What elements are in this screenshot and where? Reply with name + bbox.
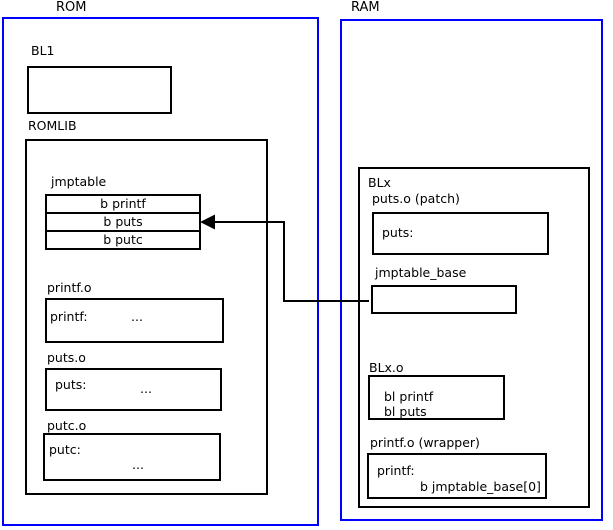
jmptable: b printf b puts b putc [45, 194, 201, 250]
jmptable-entry-puts: b puts [45, 212, 201, 232]
putc-o-box: putc: ... [43, 433, 221, 481]
puts-o-patch-label: puts.o (patch) [372, 191, 460, 206]
jmptable-label: jmptable [51, 174, 107, 189]
printf-symbol: printf: [50, 309, 88, 324]
blx-box: BLx puts.o (patch) puts: jmptable_base B… [358, 167, 590, 508]
bl1-box [27, 66, 172, 114]
printf-o-wrapper-box: printf: b jmptable_base[0] [367, 453, 547, 499]
rom-region: BL1 ROMLIB jmptable b printf b puts b pu… [2, 17, 319, 526]
rom-region-label: ROM [56, 0, 87, 15]
putc-symbol: putc: [49, 442, 81, 457]
puts-o-patch-box: puts: [372, 212, 549, 255]
wrapper-branch-instruction: b jmptable_base[0] [420, 479, 541, 494]
wrapper-printf-symbol: printf: [377, 463, 415, 478]
jmptable-base-box [371, 285, 517, 314]
ram-region: BLx puts.o (patch) puts: jmptable_base B… [340, 19, 603, 521]
putc-body-ellipsis: ... [132, 457, 144, 472]
printf-o-box: printf: ... [45, 298, 224, 343]
puts-o-box: puts: ... [45, 368, 222, 411]
printf-body-ellipsis: ... [131, 309, 143, 324]
patched-puts-symbol: puts: [382, 225, 414, 240]
puts-o-label: puts.o [47, 350, 86, 365]
printf-o-wrapper-label: printf.o (wrapper) [370, 435, 480, 450]
jmptable-entry-printf: b printf [45, 194, 201, 214]
ram-region-label: RAM [351, 0, 380, 15]
romlib-label: ROMLIB [28, 118, 77, 133]
blx-o-box: bl printf bl puts [368, 375, 505, 420]
puts-body-ellipsis: ... [140, 381, 152, 396]
jmptable-entry-putc: b putc [45, 230, 201, 250]
printf-o-label: printf.o [47, 280, 92, 295]
jmptable-base-label: jmptable_base [375, 265, 467, 280]
blx-o-label: BLx.o [369, 360, 404, 375]
putc-o-label: putc.o [47, 418, 87, 433]
puts-symbol: puts: [55, 377, 87, 392]
blx-label: BLx [368, 175, 391, 190]
bl1-label: BL1 [31, 43, 55, 58]
bl-printf-instruction: bl printf [384, 389, 434, 404]
romlib-box: jmptable b printf b puts b putc printf.o… [25, 139, 268, 495]
bl-puts-instruction: bl puts [384, 404, 427, 419]
